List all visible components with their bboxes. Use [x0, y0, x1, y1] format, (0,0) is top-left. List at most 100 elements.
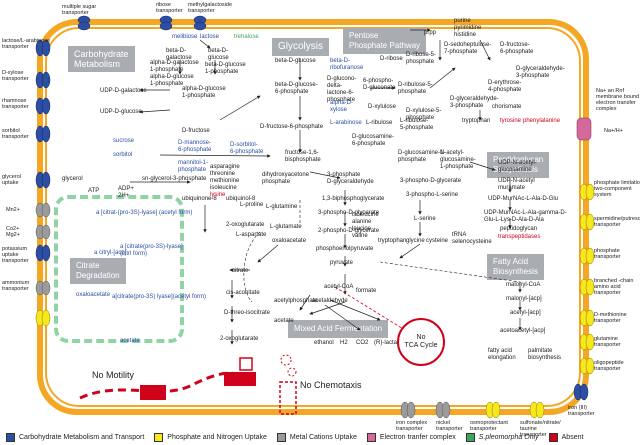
metab-udp-galactose: UDP-D-galactose: [100, 88, 147, 94]
citrate-item-3: a [citrate(pro-3S)-lyase] (citrl form): [120, 244, 183, 257]
metab-transpeptidases: transpeptidases: [498, 234, 541, 240]
metab-d-xylulose-5p: D-xylulose-5- phosphate: [406, 108, 442, 121]
legend-swatch-carb: [6, 433, 15, 442]
metab-beta-ribofuranose: beta-D- ribofuranose: [330, 58, 364, 71]
metab-3pg-b: 3-phospho-D-glycerate: [400, 178, 462, 184]
label-co-mg: Co2+ Mg2+: [6, 226, 20, 238]
metab-d-sorbitol-6p: D-sorbitol- 6-phosphate: [230, 142, 264, 155]
label-spermidine: spermidine/putrescine transporter: [594, 216, 640, 228]
label-iron-complex: iron complex transporter: [396, 420, 428, 432]
metab-alpha-gal-1p: alpha-D-galactose 1-phosphate: [150, 60, 199, 73]
metab-cis-aconitate: cis-aconitate: [226, 290, 260, 296]
metab-citrate: citrate: [232, 268, 249, 274]
metab-glucosamine-1p: D-glucosamine-1- phosphate: [398, 150, 446, 163]
metab-sn-glycerol-3p: sn-glycerol-3-phosphate: [142, 176, 207, 182]
metab-mannitol-1p: mannitol-1- phosphate: [178, 160, 209, 173]
metab-l-glutamate: L-glutamate: [270, 224, 302, 230]
metab-glycine: glycine: [406, 238, 425, 244]
metab-udp-nacetyl: UDP-N-acetyl- glucosamine: [498, 160, 537, 173]
metab-tyrosine: tyrosine: [500, 118, 522, 124]
metab-beta-glc-6p: beta-D-glucose- 6-phosphate: [275, 82, 318, 95]
label-methylgalactoside: methylgalactoside transporter: [188, 2, 233, 14]
metab-beta-glc-1p: beta-D-glucose 1-phosphate: [205, 62, 246, 75]
label-rhamnose: rhamnose transporter: [2, 98, 29, 110]
metab-sorbitol: sorbitol: [113, 152, 133, 158]
metab-lactose: lactose: [200, 34, 220, 40]
header-mixed-acid: Mixed Acid Fermentation: [288, 320, 389, 338]
metab-l-arabinose: L-arabinose: [330, 120, 362, 126]
legend-swatch-absent: [548, 433, 558, 442]
metab-beta-d-galactose: beta-D- galactose: [166, 48, 192, 61]
citrate-item-2: a citryl-[acp]: [94, 250, 127, 256]
header-glycolysis: Glycolysis: [272, 38, 330, 56]
metab-acetate: acetate: [274, 318, 294, 324]
citrate-item-1: a [citrat-(pro-3S)-lyase] (acetyl form): [96, 210, 193, 216]
legend-absent: Absent: [548, 433, 584, 442]
metab-ubiquinone: ubiquinone-8: [182, 196, 217, 202]
legend-carb: Carbohydrate Metabolism and Transport: [6, 433, 144, 442]
label-osmoprotectant: osmoprotectant transporter: [470, 420, 508, 432]
metab-glycerol: glycerol: [62, 176, 83, 182]
metab-adp: ADP+ 2H+: [118, 186, 134, 199]
metab-acetoacetyl: acetoacetyl-[acp]: [500, 328, 546, 334]
legend-label-absent: Absent: [561, 434, 584, 441]
no-tca-cycle-badge: No TCA Cycle: [397, 318, 445, 366]
metab-l-ribulose: L-ribulose: [366, 120, 393, 126]
metab-palmitate: palmitate biosynthesis: [528, 348, 562, 361]
metab-pyruvate: pyruvate: [330, 260, 354, 266]
metab-bpg: 1,3-biphosphoglycerate: [322, 196, 385, 202]
metab-d-fructose-6p-b: D-fructose- 6-phosphate: [500, 42, 534, 55]
metab-sedoheptulose: D-sedoheptulose- 7-phosphate: [444, 42, 492, 55]
label-nickel: nickel transporter: [436, 420, 463, 432]
metab-l-proline: L-proline: [240, 202, 264, 208]
header-peptidoglycan: Peptidoglycan Biosynthesis: [487, 152, 550, 178]
metab-ubiquinol: ubiquinol-8: [226, 196, 256, 202]
metab-udp-glucose: UDP-D-glucose: [100, 109, 142, 115]
no-tca-label: No TCA Cycle: [404, 334, 438, 349]
header-fatty-acid: Fatty Acid Biosynthesis: [487, 254, 544, 280]
metab-asparagine: asparagine threonine methionine isoleuci…: [210, 164, 240, 191]
legend-spleo: S.pleomorpha Only: [465, 433, 539, 442]
metab-2-oxoglutarate-b: 2-oxoglutarate: [220, 336, 259, 342]
metab-formate: formate: [356, 288, 377, 294]
legend-metal: Metal Cations Uptake: [276, 433, 357, 442]
metab-glucosamine-6p: D-glucosamine- 6-phosphate: [352, 134, 395, 147]
metab-l-ribulose-5p: L-ribulose- 5-phosphate: [400, 118, 434, 131]
metab-d-fructose-6p: D-fructose-6-phosphate: [260, 124, 324, 130]
label-glycerol-uptake: glycerol uptake: [2, 174, 21, 186]
metab-ethanol: ethanol: [314, 340, 334, 346]
metab-acetyl-acp: acetyl-[acp]: [510, 310, 541, 316]
metab-udp-murnac-ala: UDP-MurNAc-L-Ala-D-Glu: [488, 196, 559, 202]
metab-d-ribose-5p: D-ribose-5- phosphate: [406, 52, 437, 65]
metab-udp-nacetyl-mur: UDP-N-acetyl muramate: [498, 178, 535, 191]
metab-acetyl-coa: acetyl-CoA: [324, 284, 354, 290]
legend: Carbohydrate Metabolism and Transport Ph…: [0, 430, 640, 445]
metab-tryptophan: tryptophan: [462, 118, 491, 124]
metab-dhap: dihydroxyacetone phosphate: [262, 172, 310, 185]
metab-gap: 3-phosphate D-glyceraldehyde: [327, 172, 374, 185]
citrate-item-6: acetate: [120, 338, 140, 344]
header-citrate: Citrate Degradation: [70, 258, 126, 284]
metab-l-aspartate: L-aspartate: [236, 232, 267, 238]
legend-label-phos: Phosphate and Nitrogen Uptake: [167, 434, 267, 441]
label-sulfonate: sulfonate/nitrate/ taurine transporter: [520, 420, 561, 438]
metab-trna-selenocysteine: tRNA selenocysteine: [452, 232, 492, 245]
header-carbohydrate: Carbohydrate Metabolism: [68, 46, 135, 72]
metab-d-fructose: D-fructose: [182, 128, 210, 134]
metab-tryptophan-2: tryptophan: [378, 238, 407, 244]
metab-3pg: 3-phospho-D-glycerate: [318, 210, 380, 216]
metab-acetylphosphate: acetylphosphate: [274, 298, 318, 304]
label-oligopeptide: oligopeptide transporter: [594, 360, 624, 372]
metab-trehalose: trehalose: [234, 34, 259, 40]
legend-phos: Phosphate and Nitrogen Uptake: [154, 433, 267, 442]
label-potassium: potassium uptake transporter: [2, 246, 29, 264]
metab-d-ribose: D-ribose: [380, 56, 403, 62]
label-multiple-sugar: multiple sugar transporter: [62, 4, 97, 16]
metab-d-gap: D-glyceraldehyde- 3-phosphate: [450, 96, 499, 109]
metab-oxaloacetate: oxaloacetate: [272, 238, 307, 244]
metab-udp-murnac-long: UDP-MurNAc-L-Ala-gamma-D- Glu-L-Lys-D-Al…: [484, 210, 567, 223]
metab-melibiose: melibiose: [172, 34, 198, 40]
metab-fructose-16bp: fructose-1,6- bisphosphate: [285, 150, 321, 163]
no-chemotaxis-label: No Chemotaxis: [300, 380, 362, 390]
